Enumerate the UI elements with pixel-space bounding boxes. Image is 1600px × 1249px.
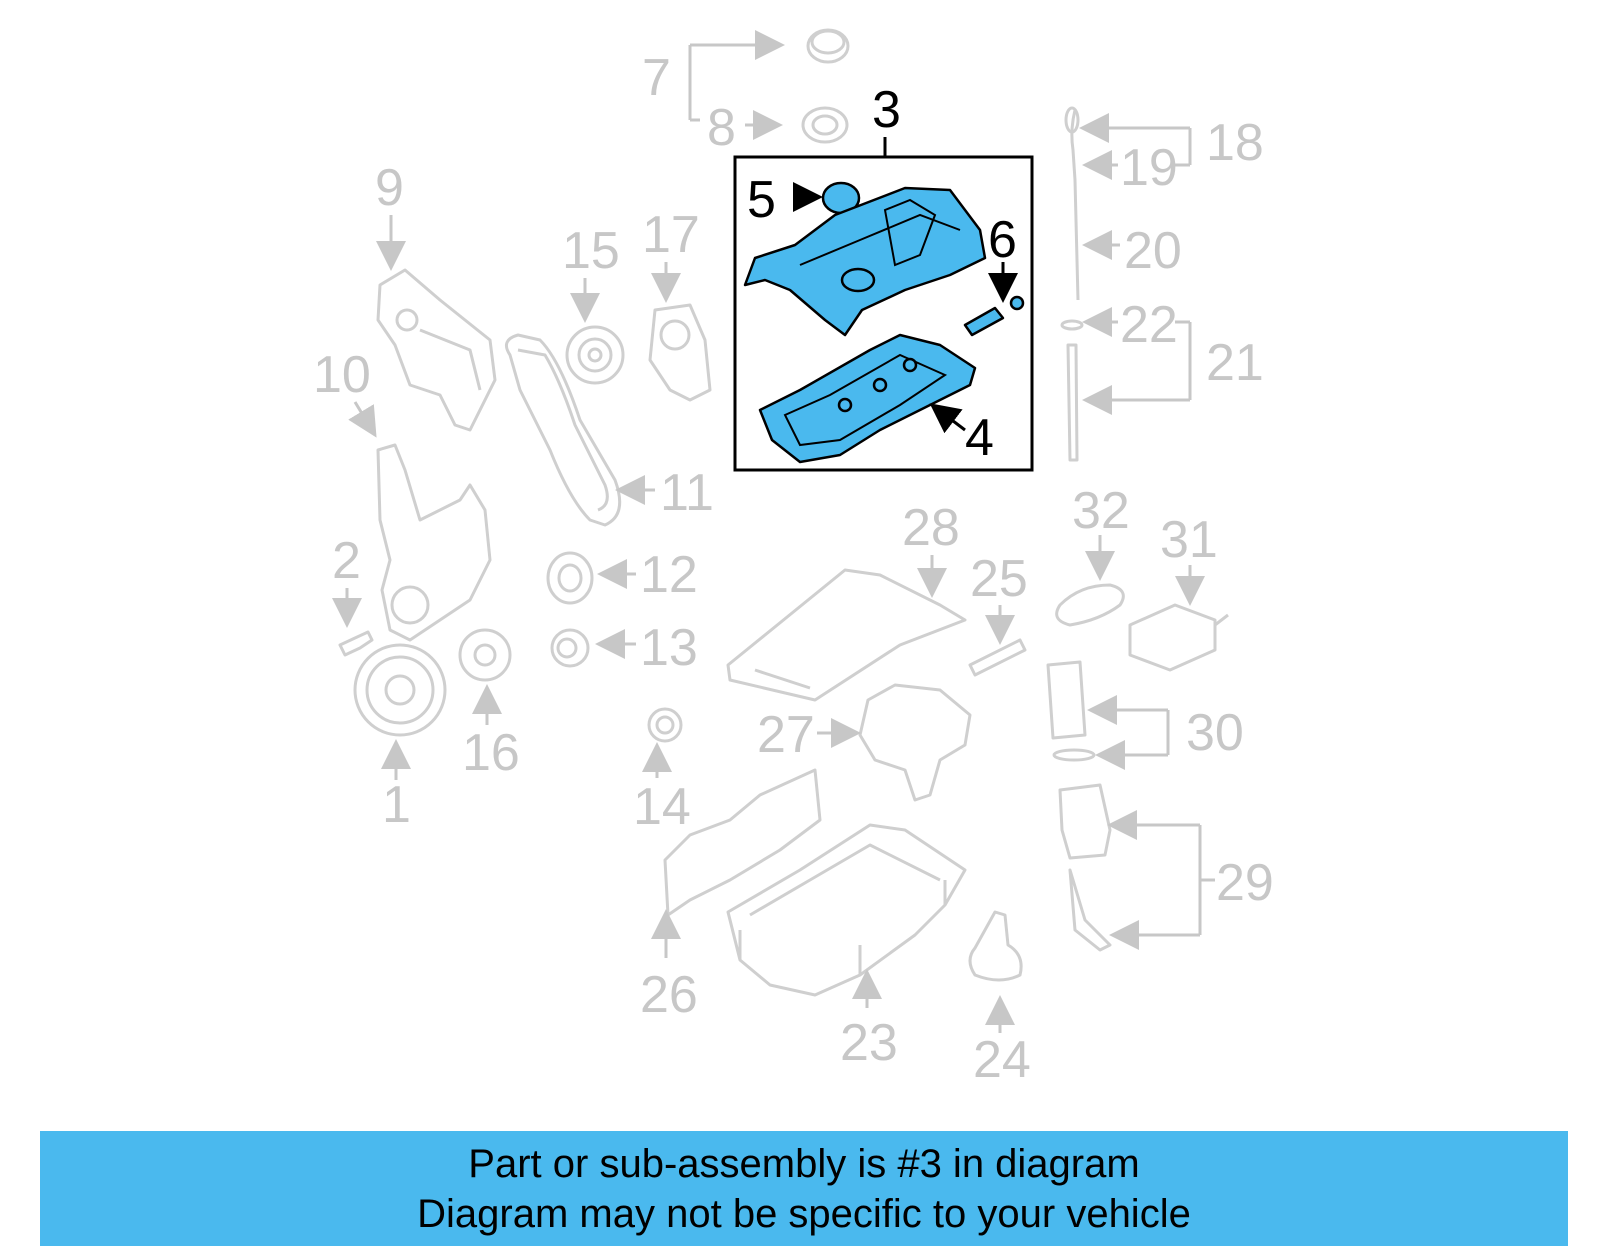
callout-24: 24 <box>973 1031 1031 1089</box>
callout-3: 3 <box>872 81 901 139</box>
part-9-upper-timing-cover[interactable] <box>376 268 497 432</box>
part-21-dipstick-tube[interactable] <box>1066 343 1079 462</box>
callout-30: 30 <box>1186 704 1244 762</box>
callout-27: 27 <box>757 706 815 764</box>
callout-4: 4 <box>965 409 994 467</box>
info-banner: Part or sub-assembly is #3 in diagram Di… <box>40 1131 1568 1246</box>
part-29-filter-housing[interactable] <box>1058 783 1112 952</box>
callout-13: 13 <box>640 619 698 677</box>
callout-17: 17 <box>642 206 700 264</box>
part-31-oil-cooler[interactable] <box>1128 603 1229 672</box>
part-30-oil-filter[interactable] <box>1046 660 1096 762</box>
part-3-valve-cover[interactable] <box>743 186 987 337</box>
leader-lines <box>332 30 1215 1033</box>
part-4-valve-cover-gasket[interactable] <box>758 333 977 464</box>
part-8-cap-seal[interactable] <box>801 106 849 144</box>
callout-19: 19 <box>1120 139 1178 197</box>
callout-16: 16 <box>462 724 520 782</box>
callout-22: 22 <box>1120 296 1178 354</box>
callout-29: 29 <box>1216 854 1274 912</box>
callout-14: 14 <box>633 778 691 836</box>
callout-31: 31 <box>1160 511 1218 569</box>
part-13-roller[interactable] <box>550 628 590 668</box>
part-12-pulley[interactable] <box>546 551 594 605</box>
part-17-tensioner[interactable] <box>648 303 712 402</box>
part-18-dipstick[interactable] <box>1064 106 1080 301</box>
callout-5: 5 <box>747 171 776 229</box>
callout-26: 26 <box>640 966 698 1024</box>
part-15-idler-pulley[interactable] <box>565 325 625 385</box>
part-6-pcv-valve[interactable] <box>963 295 1025 337</box>
callout-2: 2 <box>332 532 361 590</box>
callout-28: 28 <box>902 499 960 557</box>
part-10-lower-timing-cover[interactable] <box>376 443 492 642</box>
part-24-oil-pickup[interactable] <box>968 910 1023 982</box>
callout-6: 6 <box>988 211 1017 269</box>
part-22-o-ring[interactable] <box>1060 319 1084 331</box>
callout-18: 18 <box>1206 114 1264 172</box>
callout-32: 32 <box>1072 482 1130 540</box>
part-7-oil-filler-cap[interactable] <box>806 28 850 64</box>
part-32-gasket[interactable] <box>1055 583 1125 627</box>
part-11-timing-belt[interactable] <box>504 333 622 527</box>
parts-diagram: 7 8 3 5 6 4 9 10 15 17 11 12 13 14 2 1 1… <box>313 28 1274 1089</box>
banner-line-2: Diagram may not be specific to your vehi… <box>417 1191 1191 1236</box>
callout-9: 9 <box>375 159 404 217</box>
callout-25: 25 <box>970 550 1028 608</box>
part-2-bolt[interactable] <box>338 630 374 657</box>
callout-11: 11 <box>660 464 714 522</box>
part-1-crankshaft-pulley[interactable] <box>353 643 447 737</box>
part-28-windage-tray[interactable] <box>726 568 967 702</box>
callout-8: 8 <box>707 99 736 157</box>
callout-20: 20 <box>1124 222 1182 280</box>
part-25-gasket[interactable] <box>968 638 1027 677</box>
part-27-oil-pump[interactable] <box>858 683 972 802</box>
part-26-baffle[interactable] <box>663 768 822 917</box>
callout-7: 7 <box>642 49 671 107</box>
part-14-bushing[interactable] <box>647 707 683 743</box>
callout-23: 23 <box>840 1014 898 1072</box>
callout-21: 21 <box>1206 334 1264 392</box>
callout-10: 10 <box>313 346 371 404</box>
banner-line-1: Part or sub-assembly is #3 in diagram <box>468 1141 1140 1186</box>
part-23-oil-pan[interactable] <box>726 823 967 997</box>
callout-1: 1 <box>382 776 411 834</box>
callout-12: 12 <box>640 546 698 604</box>
callout-15: 15 <box>562 222 620 280</box>
part-16-sprocket[interactable] <box>458 628 512 682</box>
